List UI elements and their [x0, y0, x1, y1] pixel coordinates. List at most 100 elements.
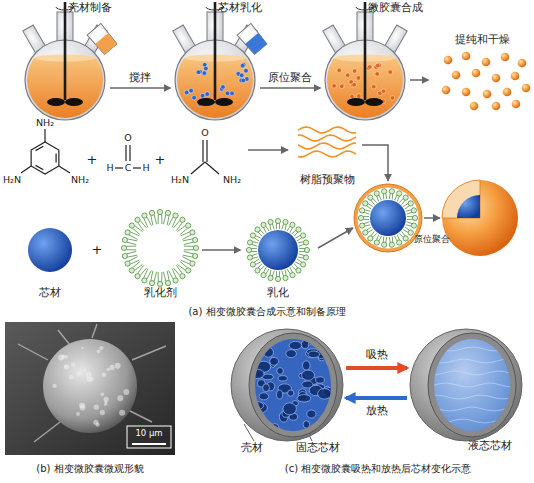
lipid-tail [397, 235, 399, 241]
lipid-tail [292, 266, 296, 270]
emulsion-droplet [205, 92, 210, 97]
microcapsule-sphere [442, 180, 518, 256]
lipid-head [122, 237, 127, 242]
lipid-head [165, 210, 170, 215]
emulsion-droplet [204, 66, 209, 71]
lipid-tail [394, 195, 397, 200]
process-arrow [410, 79, 428, 81]
liquid-capsule: 液态芯材 [407, 328, 525, 456]
liquid-texture [432, 347, 512, 351]
lipid-head [358, 215, 363, 220]
triazine-ring [31, 142, 59, 174]
core-sphere [258, 230, 298, 270]
surface-bump [119, 410, 125, 416]
foam-cell [308, 426, 317, 433]
emulsion-droplet [221, 85, 226, 90]
lipid-tail [127, 242, 137, 244]
lipid-head [192, 253, 197, 258]
lipid-tail [298, 257, 304, 258]
lipid-head [180, 274, 185, 279]
atom-label: H₂N [171, 175, 189, 185]
microcapsule-particle [462, 52, 471, 61]
lipid-head [397, 191, 402, 196]
beaker-glass [237, 23, 268, 54]
shell-section [428, 333, 516, 437]
lipid-tail [182, 257, 191, 262]
stirrer-paddle [215, 98, 233, 106]
double-bond [36, 165, 44, 169]
lipid-tail [184, 251, 194, 253]
surface-bump [69, 375, 74, 380]
lipid-head [363, 230, 368, 235]
lipid-tail [272, 271, 274, 277]
stirrer-paddle [347, 98, 365, 106]
liquid-texture [432, 419, 512, 423]
lipid-tail [126, 249, 136, 250]
process-arrow [260, 87, 320, 89]
lipid-head [368, 195, 373, 200]
lipid-tail [163, 272, 165, 282]
lipid-tail [383, 237, 385, 243]
lipid-tail [154, 215, 156, 225]
emulsion-droplet [352, 69, 357, 74]
node-label: 壳材制备 [68, 2, 112, 14]
lipid-head [149, 280, 154, 285]
lipid-tail [266, 269, 269, 274]
foam-cell [263, 384, 270, 392]
lipid-tail [297, 238, 302, 241]
surface-bump [93, 420, 98, 425]
surface-bump [103, 397, 108, 402]
lipid-tail [407, 222, 413, 224]
lipid-head [382, 189, 387, 194]
surface-bump [64, 364, 69, 369]
lipid-tail [184, 242, 194, 244]
lipid-head [129, 268, 134, 273]
foam-cell [265, 334, 275, 345]
surface-bump [94, 405, 99, 410]
node-label: 固态芯材 [296, 442, 340, 454]
lipid-head [192, 237, 197, 242]
surface-bump [123, 389, 129, 395]
bond [21, 166, 31, 173]
emulsion-droplet [200, 93, 205, 98]
double-bond [129, 145, 130, 161]
bond [44, 129, 45, 142]
foam-cell [288, 390, 294, 396]
foam-cell [277, 368, 284, 375]
surface-bump [81, 347, 83, 349]
microcapsule-particle [518, 59, 527, 68]
lipid-head [368, 236, 373, 241]
lipid-tail [129, 235, 138, 240]
atom-label: O [201, 128, 208, 138]
capsule-shell [410, 329, 522, 441]
lipid-tail [402, 231, 406, 236]
lipid-tail [285, 270, 286, 276]
lipid-head [122, 253, 127, 258]
lipid-head [186, 223, 191, 228]
lipid-tail [266, 226, 269, 231]
polymerization-arrow [424, 217, 440, 219]
lipid-tail [252, 254, 258, 256]
node-label: 提纯和干燥 [455, 34, 510, 46]
lipid-head [142, 213, 147, 218]
emulsion-droplet [189, 88, 194, 93]
scale-label: 10 μm [135, 429, 162, 438]
lipid-tail [399, 233, 403, 237]
emulsion-droplet [340, 83, 345, 88]
lipid-tail [154, 272, 156, 282]
lipid-tail [127, 239, 137, 241]
lipid-head [268, 275, 273, 280]
beaker [87, 23, 118, 54]
lipid-head [296, 268, 301, 273]
lipid-tail [183, 255, 193, 257]
lipid-head [296, 227, 301, 232]
emulsion-droplet [350, 94, 355, 99]
emulsion-droplet [357, 94, 362, 99]
part-label: 壳材 [241, 442, 263, 454]
foam-cell [278, 376, 287, 381]
microcapsule-particle [444, 56, 453, 65]
arrow-label: 原位聚合 [414, 235, 450, 245]
lipid-tail [258, 264, 262, 268]
